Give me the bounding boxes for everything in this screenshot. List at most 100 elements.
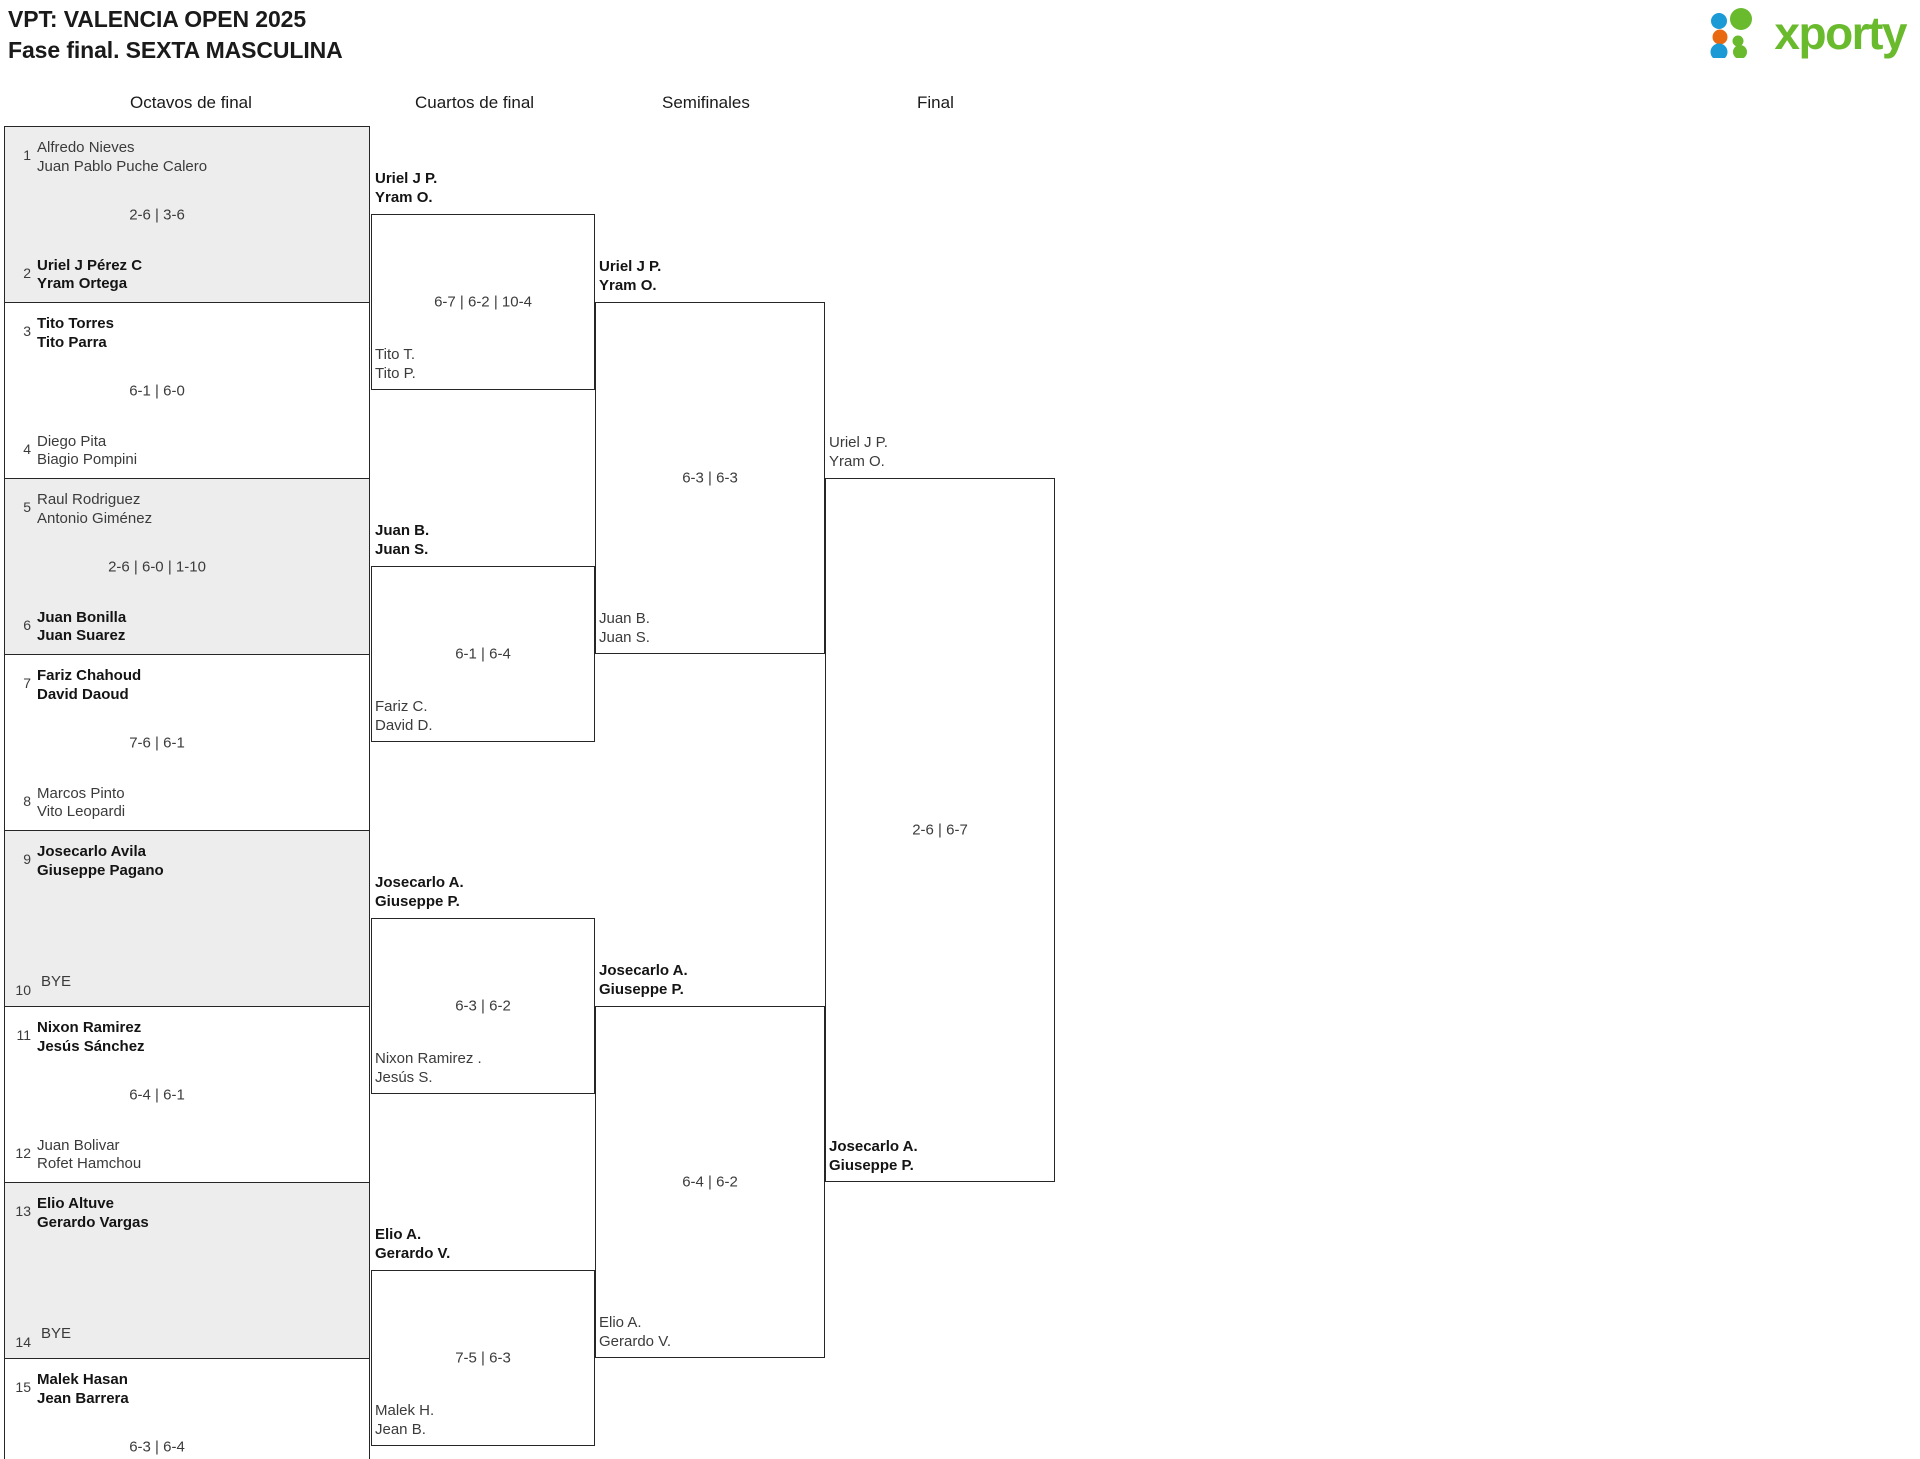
seed-number: 4: [23, 440, 31, 457]
tournament-phase: Fase final. SEXTA MASCULINA: [8, 36, 343, 63]
player-name: Giuseppe P.: [829, 1156, 914, 1174]
logo-wordmark: xporty: [1774, 7, 1907, 59]
match-score: 6-4 | 6-2: [682, 1173, 738, 1191]
player-name: Juan Pablo Puche Calero: [37, 157, 208, 175]
seed-number: 12: [15, 1144, 31, 1161]
seed-number: 2: [23, 264, 31, 281]
xporty-logo[interactable]: xporty: [1710, 7, 1907, 59]
player-name: Josecarlo A.: [829, 1138, 918, 1155]
player-name: Jean B.: [375, 1420, 426, 1438]
seed-number: 13: [15, 1203, 31, 1219]
match-score: 6-4 | 6-1: [129, 1086, 185, 1103]
seed-number: 5: [23, 499, 31, 515]
advancing-entrant[interactable]: Malek H.Jean B.: [375, 1402, 434, 1440]
match-score: 6-3 | 6-3: [682, 469, 738, 487]
seed-number: 8: [23, 792, 31, 809]
advancing-entrant[interactable]: Josecarlo A.Giuseppe P.: [829, 1138, 918, 1176]
player-name: Juan S.: [375, 540, 429, 558]
player-name: Malek H.: [375, 1402, 435, 1419]
page-title: VPT: VALENCIA OPEN 2025 Fase final. SEXT…: [8, 4, 343, 65]
player-name: Uriel J P.: [599, 258, 662, 275]
player-name: Rofet Hamchou: [37, 1155, 142, 1173]
bye-label: BYE: [41, 1325, 72, 1342]
player-name: Josecarlo A.: [599, 962, 688, 979]
player-name: Tito T.: [375, 346, 416, 363]
player-name: Juan Bonilla: [37, 608, 127, 626]
bracket-connector: 6-1 | 6-4: [371, 566, 595, 742]
advancing-entrant[interactable]: Fariz C.David D.: [375, 698, 433, 736]
player-name: Gerardo V.: [599, 1332, 671, 1350]
round-header-semifinales: Semifinales: [662, 93, 750, 112]
advancing-entrant[interactable]: Juan B.Juan S.: [375, 522, 429, 560]
seed-number: 7: [23, 675, 31, 691]
player-name: Tito Torres: [37, 315, 114, 332]
player-name: Marcos Pinto: [37, 784, 125, 802]
seed-number: 14: [15, 1334, 31, 1350]
advancing-entrant[interactable]: Elio A.Gerardo V.: [599, 1314, 671, 1352]
player-name: Vito Leopardi: [37, 803, 126, 821]
player-name: Fariz C.: [375, 698, 428, 715]
advancing-entrant[interactable]: Uriel J P.Yram O.: [599, 258, 661, 296]
advancing-entrant[interactable]: Josecarlo A.Giuseppe P.: [599, 962, 688, 1000]
advancing-entrant[interactable]: Elio A.Gerardo V.: [375, 1226, 450, 1264]
player-name: Yram O.: [829, 452, 885, 470]
player-name: Malek Hasan: [37, 1371, 128, 1388]
advancing-entrant[interactable]: Tito T.Tito P.: [375, 346, 416, 384]
match-score: 6-3 | 6-2: [455, 997, 511, 1015]
player-name: Josecarlo A.: [375, 874, 464, 891]
seed-number: 11: [16, 1027, 31, 1043]
player-name: Elio A.: [599, 1314, 642, 1331]
advancing-entrant[interactable]: Juan B.Juan S.: [599, 610, 650, 648]
player-name: Uriel J Pérez C: [37, 256, 143, 274]
advancing-entrant[interactable]: Nixon Ramirez .Jesús S.: [375, 1050, 482, 1088]
player-name: Juan B.: [599, 610, 650, 627]
player-name: Juan S.: [599, 628, 650, 646]
round-header-octavos: Octavos de final: [130, 93, 252, 112]
advancing-entrant[interactable]: Uriel J P.Yram O.: [375, 170, 437, 208]
octavos-entrant[interactable]: 14 BYE: [5, 1322, 369, 1350]
player-name: Jesús Sánchez: [37, 1037, 145, 1055]
player-name: David Daoud: [37, 685, 129, 703]
bracket-connector: 6-3 | 6-3: [595, 302, 825, 654]
player-name: Yram Ortega: [37, 275, 128, 293]
player-name: Josecarlo Avila: [37, 843, 146, 860]
bracket-connector: 6-4 | 6-2: [595, 1006, 825, 1358]
bracket-connector: 6-7 | 6-2 | 10-4: [371, 214, 595, 390]
bracket-connector: 6-3 | 6-2: [371, 918, 595, 1094]
seed-number: 1: [23, 147, 31, 163]
advancing-entrant[interactable]: Josecarlo A.Giuseppe P.: [375, 874, 464, 912]
match-score: 6-1 | 6-0: [129, 382, 185, 399]
player-name: Jesús S.: [375, 1068, 433, 1086]
advancing-entrant[interactable]: Uriel J P.Yram O.: [829, 434, 888, 472]
